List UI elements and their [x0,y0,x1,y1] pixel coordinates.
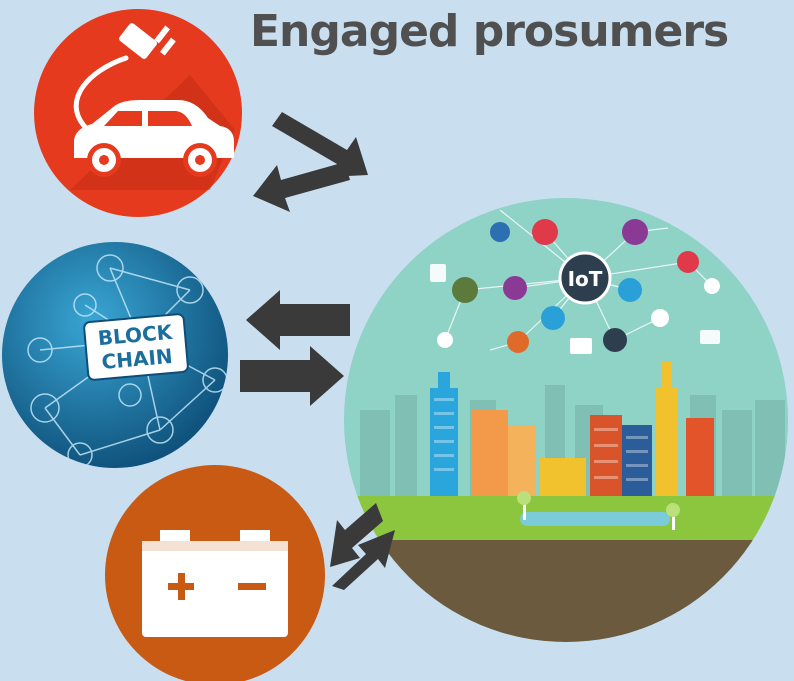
iot-hub-label: IoT [568,267,603,291]
building [590,415,622,498]
building [472,410,508,498]
building [622,425,652,498]
iot-hub: IoT [558,251,612,305]
arrow-city-to-ev [253,162,350,212]
building [656,388,678,498]
diagram-title: Engaged prosumers [250,6,729,57]
battery-node [105,465,325,681]
battery-icon [142,530,288,637]
building [686,418,714,498]
building [540,458,586,498]
arrow-ev-to-city [272,112,368,177]
building [508,425,536,498]
blockchain-label-box: BLOCK CHAIN [83,313,189,381]
building [430,388,458,498]
building [662,362,672,390]
arrow-city-to-blockchain [246,290,350,350]
arrow-blockchain-to-city [240,346,344,406]
arrow-city-to-battery [330,503,383,567]
building [438,372,450,390]
arrow-battery-to-city [332,530,395,590]
blockchain-node: BLOCK CHAIN [2,242,228,468]
electric-car-plug-icon [73,23,234,177]
electric-vehicle-node [34,9,242,217]
smart-city-node: IoT [344,198,788,642]
